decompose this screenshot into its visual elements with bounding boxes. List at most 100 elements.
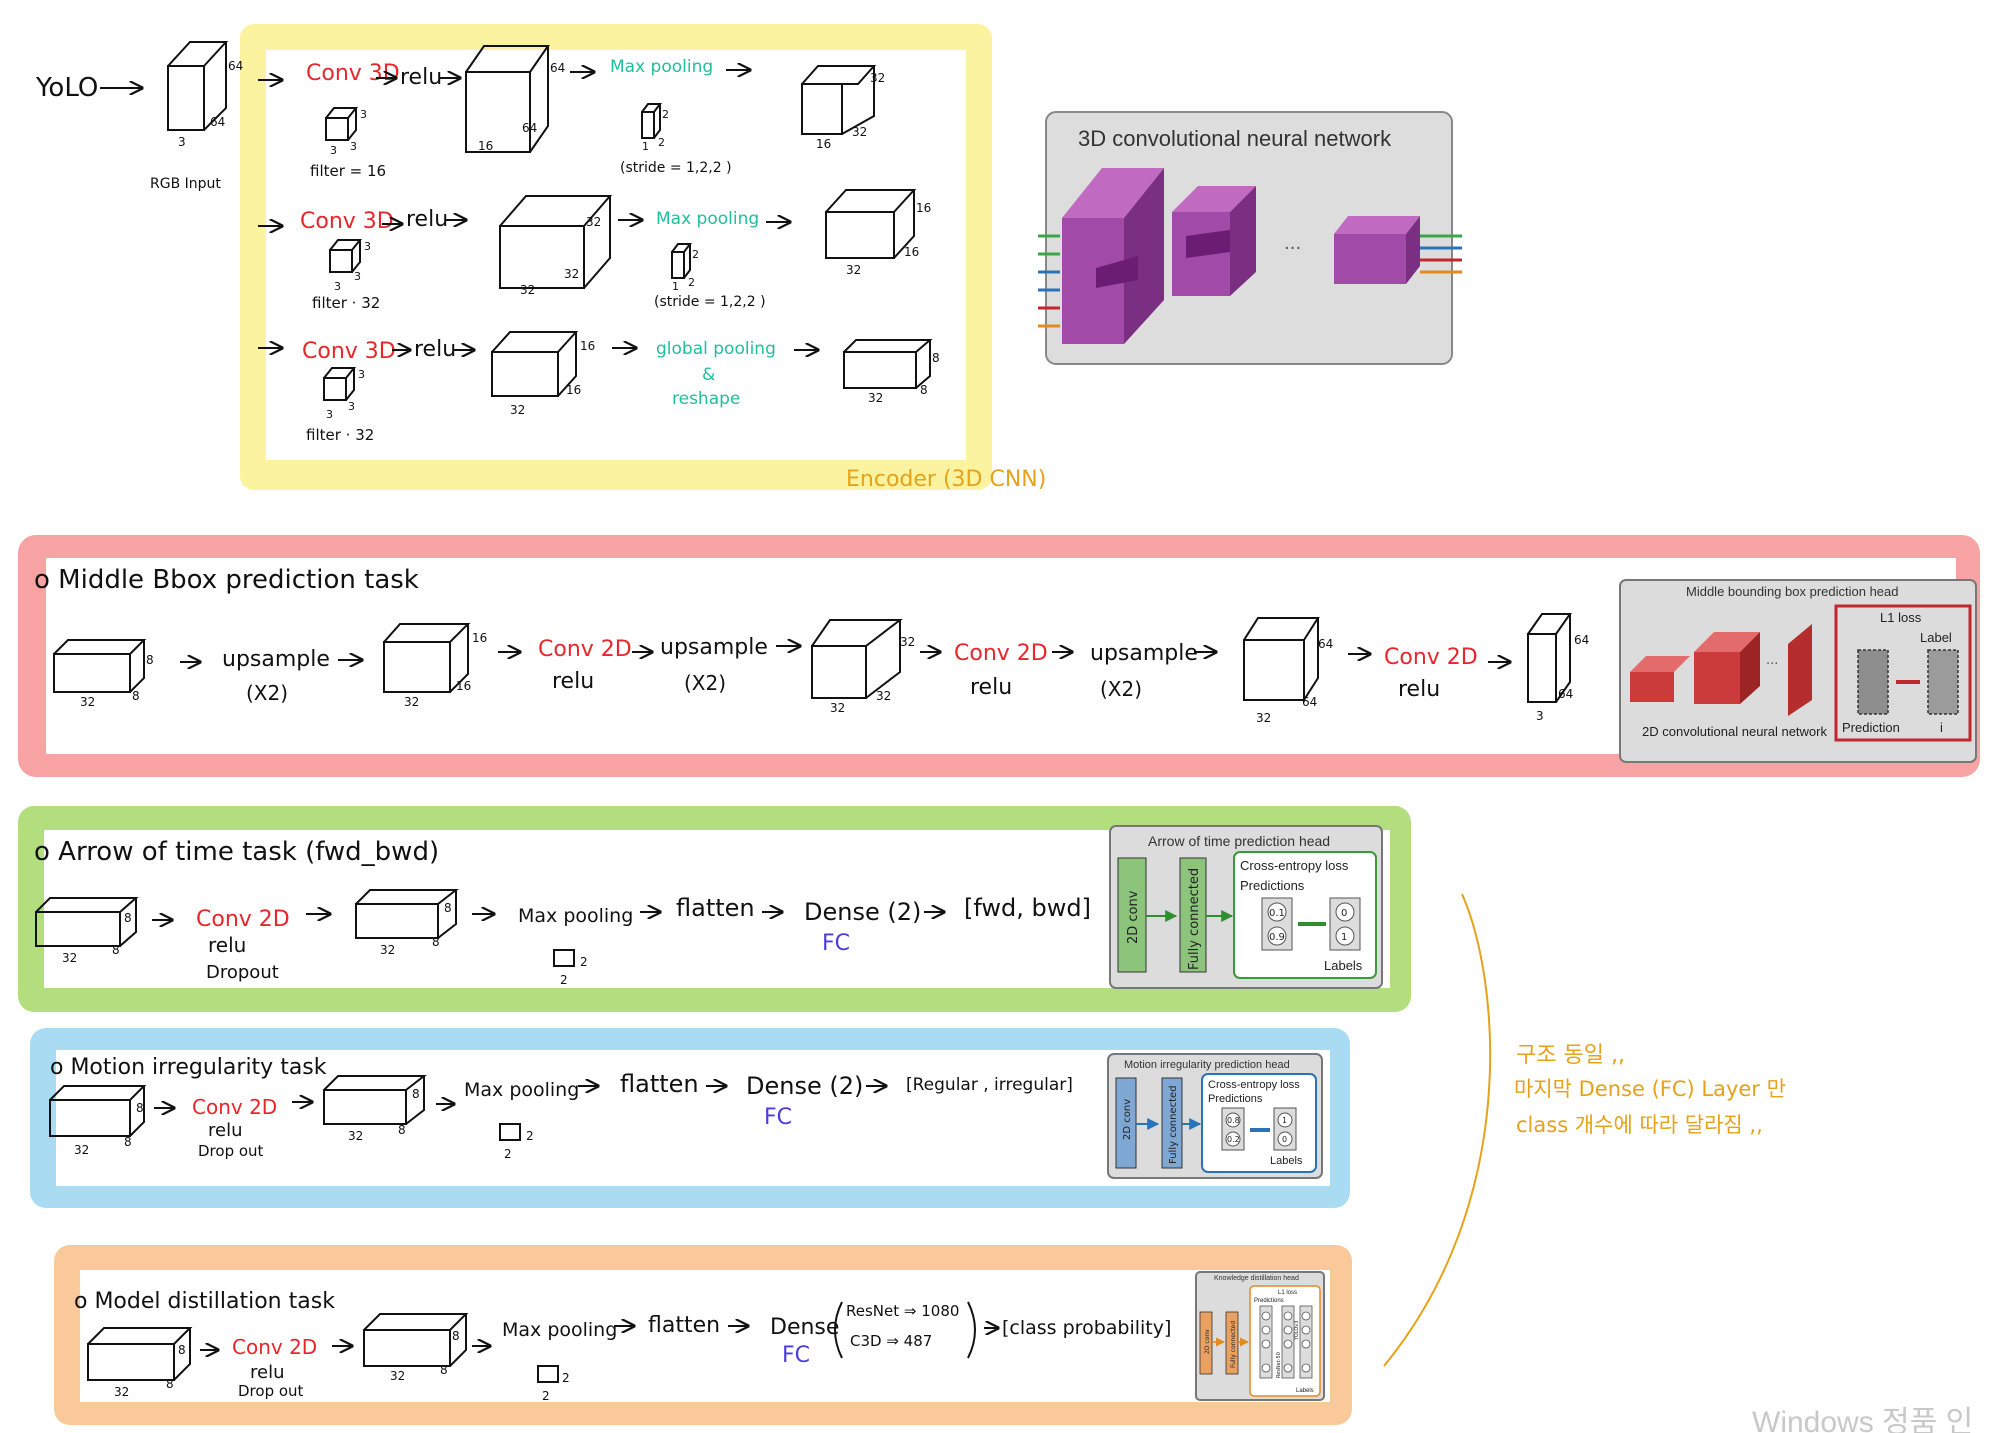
md-cuboid-2 [363, 1313, 469, 1367]
filter-cube [329, 239, 363, 273]
pool-window [671, 243, 692, 279]
mid-dim: 32 [876, 689, 891, 703]
upsample-label: upsample [660, 635, 768, 660]
filter-dim-b: 3 [354, 270, 361, 283]
mid-dim: 64 [1318, 637, 1333, 651]
out-dim-a: 32 [586, 215, 601, 229]
relu-label: relu [406, 207, 448, 232]
prediction-crop-image [1857, 649, 1889, 715]
filter-cube [325, 107, 359, 141]
middle-ref-l1: L1 loss [1880, 610, 1922, 625]
flatten-label: flatten [676, 894, 755, 922]
md-dim: 8 [178, 1343, 186, 1357]
middle-bbox-reference: Middle bounding box prediction head ··· … [1619, 579, 1977, 763]
arrow-ref-l1: 0 [1341, 908, 1347, 919]
pool-dim-a: 1 [672, 280, 679, 293]
relu-label: relu [552, 669, 594, 694]
md-dim: 8 [452, 1329, 460, 1343]
pool-stride: (stride = 1,2,2 ) [654, 294, 766, 310]
mid-dim: 64 [1302, 695, 1317, 709]
filter-dim-c: 3 [330, 144, 337, 157]
mi-dim: 8 [412, 1087, 420, 1101]
out-dim-a: 16 [580, 339, 595, 353]
mid-dim: 32 [404, 695, 419, 709]
pool-dim: 2 [526, 1129, 534, 1143]
conv-output-cuboid [465, 45, 550, 153]
arrow-ref-p2: 0.9 [1269, 932, 1285, 943]
filter-dim-a: 3 [364, 240, 371, 253]
pool-window [553, 949, 575, 967]
distill-pipeline: 8 8 32 Conv 2D relu Drop out 8 8 32 Max … [87, 1301, 1171, 1403]
aot-dim: 8 [124, 911, 132, 925]
conv2d-label: Conv 2D [1384, 645, 1478, 670]
distill-band [54, 1245, 1352, 1425]
mid-cuboid-5 [1527, 613, 1572, 703]
filter-cube [323, 367, 357, 401]
middle-ref-cnn: 2D convolutional neural network [1642, 724, 1827, 739]
maxpool-label: Max pooling [502, 1319, 617, 1341]
filter-dim-c: 3 [326, 408, 333, 421]
relu-label: relu [208, 1120, 243, 1141]
final-dim-b: 16 [904, 245, 919, 259]
filter-count: filter · 32 [306, 426, 374, 444]
out-dim-a: 64 [550, 61, 565, 75]
output-label: [class probability] [1002, 1317, 1171, 1339]
conv-output-cuboid [499, 195, 613, 289]
cnn3d-title: 3D convolutional neural network [1078, 126, 1392, 151]
dropout-label: Dropout [206, 962, 279, 983]
cnn3d-reference: 3D convolutional neural network ··· [1038, 111, 1462, 365]
aot-dim: 8 [432, 935, 440, 949]
aot-cuboid-1 [35, 897, 139, 947]
distill-ref-conv: 2D conv [1204, 1329, 1211, 1354]
upsample-factor: (X2) [1100, 677, 1142, 701]
mid-dim: 32 [80, 695, 95, 709]
pool-dim: 2 [560, 973, 568, 987]
arrow-ref-p1: 0.1 [1269, 908, 1285, 919]
mi-cuboid-1 [49, 1085, 147, 1137]
encoder-row-3: Conv 3D relu 3 3 3 filter · 32 16 16 32 … [258, 331, 940, 444]
cnn3d-output-lines [1420, 234, 1462, 274]
note-bracket-curve [1383, 893, 1492, 1367]
md-dim: 8 [166, 1377, 174, 1391]
final-dim-b: 8 [920, 383, 928, 397]
mi-dim: 8 [124, 1135, 132, 1149]
maxpool-label: Max pooling [464, 1079, 579, 1101]
motion-ref-p2: 0.2 [1227, 1135, 1240, 1144]
mid-cuboid-2 [383, 623, 471, 693]
dense-resnet-option: ResNet ⇒ 1080 [846, 1302, 959, 1320]
middle-pipeline: 8 8 32 upsample (X2) 16 16 32 Conv 2D re… [53, 613, 1589, 725]
motion-title: o Motion irregularity task [50, 1055, 327, 1080]
motion-ref-labels: Labels [1270, 1155, 1303, 1167]
pool-window [499, 1123, 521, 1141]
fc-label: FC [822, 931, 850, 956]
out-dim-b: 64 [522, 121, 537, 135]
mi-dim: 8 [136, 1101, 144, 1115]
arrow-ref-labels: Labels [1324, 958, 1363, 973]
out-dim-b: 16 [566, 383, 581, 397]
pool-dim-c: 2 [688, 276, 695, 289]
distill-ref-resnet: ResNet-50 [1276, 1352, 1282, 1378]
arrow-ref-l2: 1 [1341, 932, 1347, 943]
output-label: [fwd, bwd] [964, 894, 1091, 922]
cnn3d-layer-3 [1334, 216, 1420, 284]
final-dim-c: 16 [816, 137, 831, 151]
mid-dim: 8 [132, 689, 140, 703]
mi-cuboid-2 [323, 1075, 427, 1125]
motion-ref-title: Motion irregularity prediction head [1124, 1059, 1290, 1071]
middle-title: o Middle Bbox prediction task [34, 565, 419, 595]
note-line-1: 구조 동일 ,, [1516, 1043, 1625, 1068]
mid-dim: 8 [146, 653, 154, 667]
pool-dim-a: 1 [642, 140, 649, 153]
middle-ref-i: i [1940, 720, 1943, 735]
global-pool-label: global pooling [656, 339, 776, 359]
final-dim-a: 16 [916, 201, 931, 215]
input-dim-depth: 64 [228, 59, 243, 73]
mid-cuboid-3 [811, 619, 903, 699]
conv3d-label: Conv 3D [302, 339, 396, 364]
conv3d-label: Conv 3D [300, 209, 394, 234]
cnn3d-ellipsis: ··· [1284, 238, 1301, 259]
relu-label: relu [1398, 677, 1440, 702]
mid-dim: 64 [1558, 687, 1573, 701]
motion-ref-predictions: Predictions [1208, 1093, 1263, 1105]
conv2d-label: Conv 2D [954, 641, 1048, 666]
